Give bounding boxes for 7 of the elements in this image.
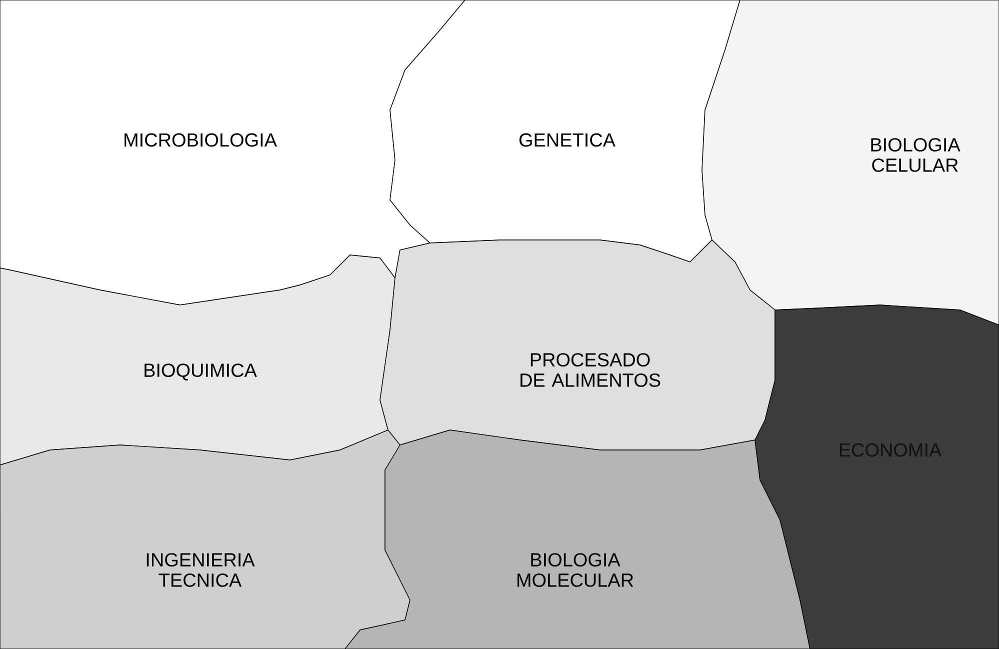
- region: BIOLOGIA CELULAR: [702, 0, 999, 326]
- region: MICROBIOLOGIA: [0, 0, 466, 306]
- region: INGENIERIA TECNICA: [0, 430, 410, 649]
- region: GENETICA: [390, 0, 740, 262]
- region: PROCESADO DE ALIMENTOS: [380, 240, 776, 450]
- region: BIOQUIMICA: [0, 254, 396, 466]
- region: BIOLOGIA MOLECULAR: [344, 430, 810, 649]
